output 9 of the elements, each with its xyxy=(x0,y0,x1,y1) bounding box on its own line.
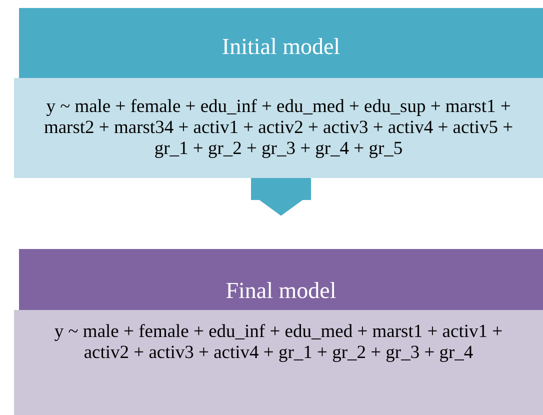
block-arrow xyxy=(251,178,311,216)
content-panel xyxy=(14,78,543,178)
content-panel xyxy=(14,310,543,415)
section-heading: Initial model xyxy=(222,34,340,60)
model-formula: y ~ male + female + edu_inf + edu_med + marst1 + activ1 + activ2 + activ3 + activ4 + gr_1 + gr_2 + gr_3 + gr_4 xyxy=(53,322,504,364)
section-heading: Final model xyxy=(226,278,336,304)
model-formula: y ~ male + female + edu_inf + edu_med + edu_sup + marst1 + marst2 + marst34 + activ1 + activ2 + activ3 + activ4 + activ5 + gr_1 + gr_2 + gr_3 + gr_4 + gr_5 xyxy=(42,96,514,160)
header-band xyxy=(19,249,543,310)
header-band xyxy=(19,8,543,78)
